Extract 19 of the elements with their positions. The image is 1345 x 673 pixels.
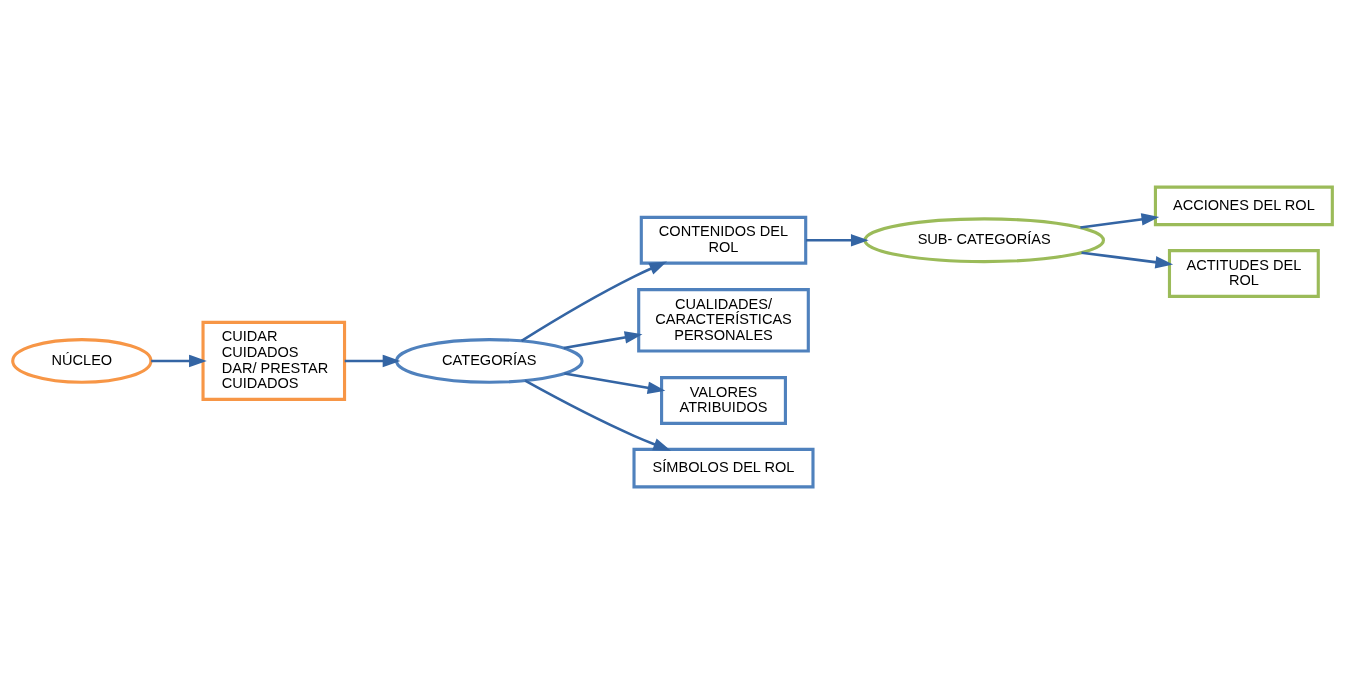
node-ellipse: CATEGORÍAS <box>394 337 584 384</box>
node-ellipse: SUB- CATEGORÍAS <box>863 216 1105 263</box>
node-box: CONTENIDOS DEL ROL <box>639 215 808 265</box>
node-box: CUALIDADES/ CARACTERÍSTICAS PERSONALES <box>637 287 810 353</box>
node-box: CUIDAR CUIDADOS DAR/ PRESTAR CUIDADOS <box>201 320 347 401</box>
arrow <box>806 233 869 246</box>
arrow <box>563 330 643 349</box>
node-box: SÍMBOLOS DEL ROL <box>632 447 815 488</box>
arrow <box>151 354 207 367</box>
arrow <box>344 354 401 367</box>
node-box: ACCIONES DEL ROL <box>1153 185 1334 226</box>
arrow <box>564 371 666 394</box>
arrow <box>1080 212 1160 229</box>
arrow <box>524 379 671 451</box>
node-box: VALORES ATRIBUIDOS <box>660 375 787 425</box>
node-ellipse: NÚCLEO <box>11 337 153 384</box>
arrow <box>1081 250 1174 268</box>
node-box: ACTITUDES DEL ROL <box>1167 248 1320 298</box>
arrow <box>520 261 667 342</box>
